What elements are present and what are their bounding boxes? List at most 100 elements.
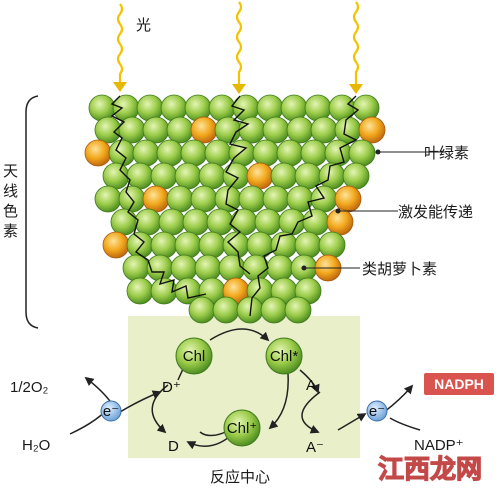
svg-text:NADPH: NADPH — [434, 376, 484, 392]
antenna-label-char: 色 — [3, 202, 18, 220]
chlorophyll-sphere — [194, 254, 222, 282]
chlorophyll-sphere — [180, 139, 208, 167]
chlorophyll-sphere — [222, 162, 250, 190]
chlorophyll-sphere — [342, 162, 370, 190]
chlorophyll-sphere — [126, 162, 154, 190]
chlorophyll-sphere — [228, 139, 256, 167]
arrow-chl-excited-to-a — [299, 369, 320, 394]
carotenoid-sphere — [102, 231, 130, 259]
chlorophyll-sphere — [284, 296, 312, 324]
svg-text:e⁻: e⁻ — [369, 403, 385, 420]
chlorophyll-sphere — [166, 185, 194, 213]
chlorophyll-sphere — [334, 116, 362, 144]
node-chl: Chl — [175, 337, 213, 375]
chlorophyll-sphere — [174, 162, 202, 190]
chlorophyll-sphere — [158, 208, 186, 236]
chlorophyll-sphere — [218, 254, 246, 282]
arrow-a-minus-to-electron — [337, 413, 367, 431]
light-label: 光 — [136, 16, 151, 34]
carotenoid-sphere — [84, 139, 112, 167]
label-pointers — [301, 149, 446, 271]
chlorophyll-sphere — [318, 162, 346, 190]
chlorophyll-label: 叶绿素 — [424, 144, 469, 162]
arrow-electron-to-d-plus — [119, 390, 162, 413]
energy-transfer-paths — [110, 95, 360, 317]
carotenoid-sphere — [190, 116, 218, 144]
arrow-chl-to-chl-excited — [209, 328, 270, 342]
svg-text:Chl⁺: Chl⁺ — [227, 420, 257, 437]
svg-text:江西龙网: 江西龙网 — [378, 455, 482, 485]
chlorophyll-sphere — [126, 277, 154, 305]
chlorophyll-sphere — [300, 139, 328, 167]
label-a: A — [306, 377, 316, 394]
label-d: D — [168, 438, 179, 455]
chlorophyll-sphere — [190, 185, 218, 213]
chlorophyll-sphere — [348, 139, 376, 167]
chlorophyll-sphere — [94, 116, 122, 144]
arrow-d-cycle — [151, 384, 169, 434]
svg-text:Chl: Chl — [183, 348, 206, 365]
chlorophyll-sphere — [252, 139, 280, 167]
antenna-label-char: 素 — [3, 222, 18, 240]
chlorophyll-sphere — [170, 254, 198, 282]
chlorophyll-sphere — [318, 231, 346, 259]
carotenoid-label: 类胡萝卜素 — [362, 260, 437, 278]
chlorophyll-sphere — [142, 116, 170, 144]
svg-text:e⁻: e⁻ — [103, 403, 119, 420]
chlorophyll-sphere — [276, 139, 304, 167]
oxygen-label: 1/2O₂ — [10, 379, 49, 396]
arrow-electron-to-nadph — [383, 384, 414, 413]
svg-text:Chl*: Chl* — [270, 348, 299, 365]
chlorophyll-sphere — [310, 116, 338, 144]
watermark: 江西龙网 — [377, 454, 482, 485]
antenna-label-char: 天 — [3, 162, 18, 180]
chlorophyll-sphere — [266, 254, 294, 282]
chlorophyll-sphere — [198, 231, 226, 259]
chlorophyll-sphere — [262, 185, 290, 213]
chlorophyll-sphere — [206, 208, 234, 236]
chlorophyll-sphere — [260, 296, 288, 324]
chlorophyll-sphere — [270, 162, 298, 190]
chlorophyll-sphere — [94, 185, 122, 213]
arrow-a-cycle — [301, 391, 321, 434]
energy-transfer-label: 激发能传递 — [398, 203, 473, 221]
chlorophyll-sphere — [278, 208, 306, 236]
carotenoid-sphere — [334, 185, 362, 213]
arrow-nadp-to-electron — [389, 417, 421, 431]
antenna-label-char: 线 — [3, 182, 18, 200]
light-arrowheads — [113, 82, 363, 94]
arrow-chl-excited-to-chl-plus — [268, 373, 289, 430]
light-ray-3 — [352, 1, 360, 86]
chlorophyll-sphere — [254, 208, 282, 236]
electron-right: e⁻ — [366, 400, 388, 422]
light-ray-1 — [116, 3, 124, 86]
zigzag-path-middle — [225, 95, 251, 275]
nadp-plus-label: NADP⁺ — [414, 437, 464, 454]
label-d-plus: D⁺ — [162, 379, 181, 396]
chlorophyll-sphere — [302, 208, 330, 236]
chlorophyll-sphere — [108, 139, 136, 167]
chlorophyll-sphere — [212, 296, 240, 324]
chlorophyll-sphere — [150, 162, 178, 190]
chlorophyll-sphere — [294, 231, 322, 259]
chlorophyll-sphere — [110, 208, 138, 236]
light-ray-2 — [235, 1, 243, 86]
antenna-pigments — [84, 94, 386, 324]
chlorophyll-sphere — [182, 208, 210, 236]
water-label: H₂O — [22, 437, 50, 454]
carotenoid-sphere — [326, 208, 354, 236]
nadph-badge: NADPH — [424, 373, 494, 395]
light-rays — [116, 1, 360, 86]
chlorophyll-sphere — [238, 116, 266, 144]
chlorophyll-sphere — [166, 116, 194, 144]
label-a-minus: A⁻ — [306, 439, 324, 456]
chlorophyll-sphere — [310, 185, 338, 213]
chlorophyll-sphere — [238, 185, 266, 213]
chlorophyll-sphere — [286, 116, 314, 144]
chlorophyll-sphere — [188, 296, 216, 324]
carotenoid-sphere — [246, 162, 274, 190]
chlorophyll-sphere — [150, 231, 178, 259]
reaction-center-label: 反应中心 — [210, 468, 270, 486]
